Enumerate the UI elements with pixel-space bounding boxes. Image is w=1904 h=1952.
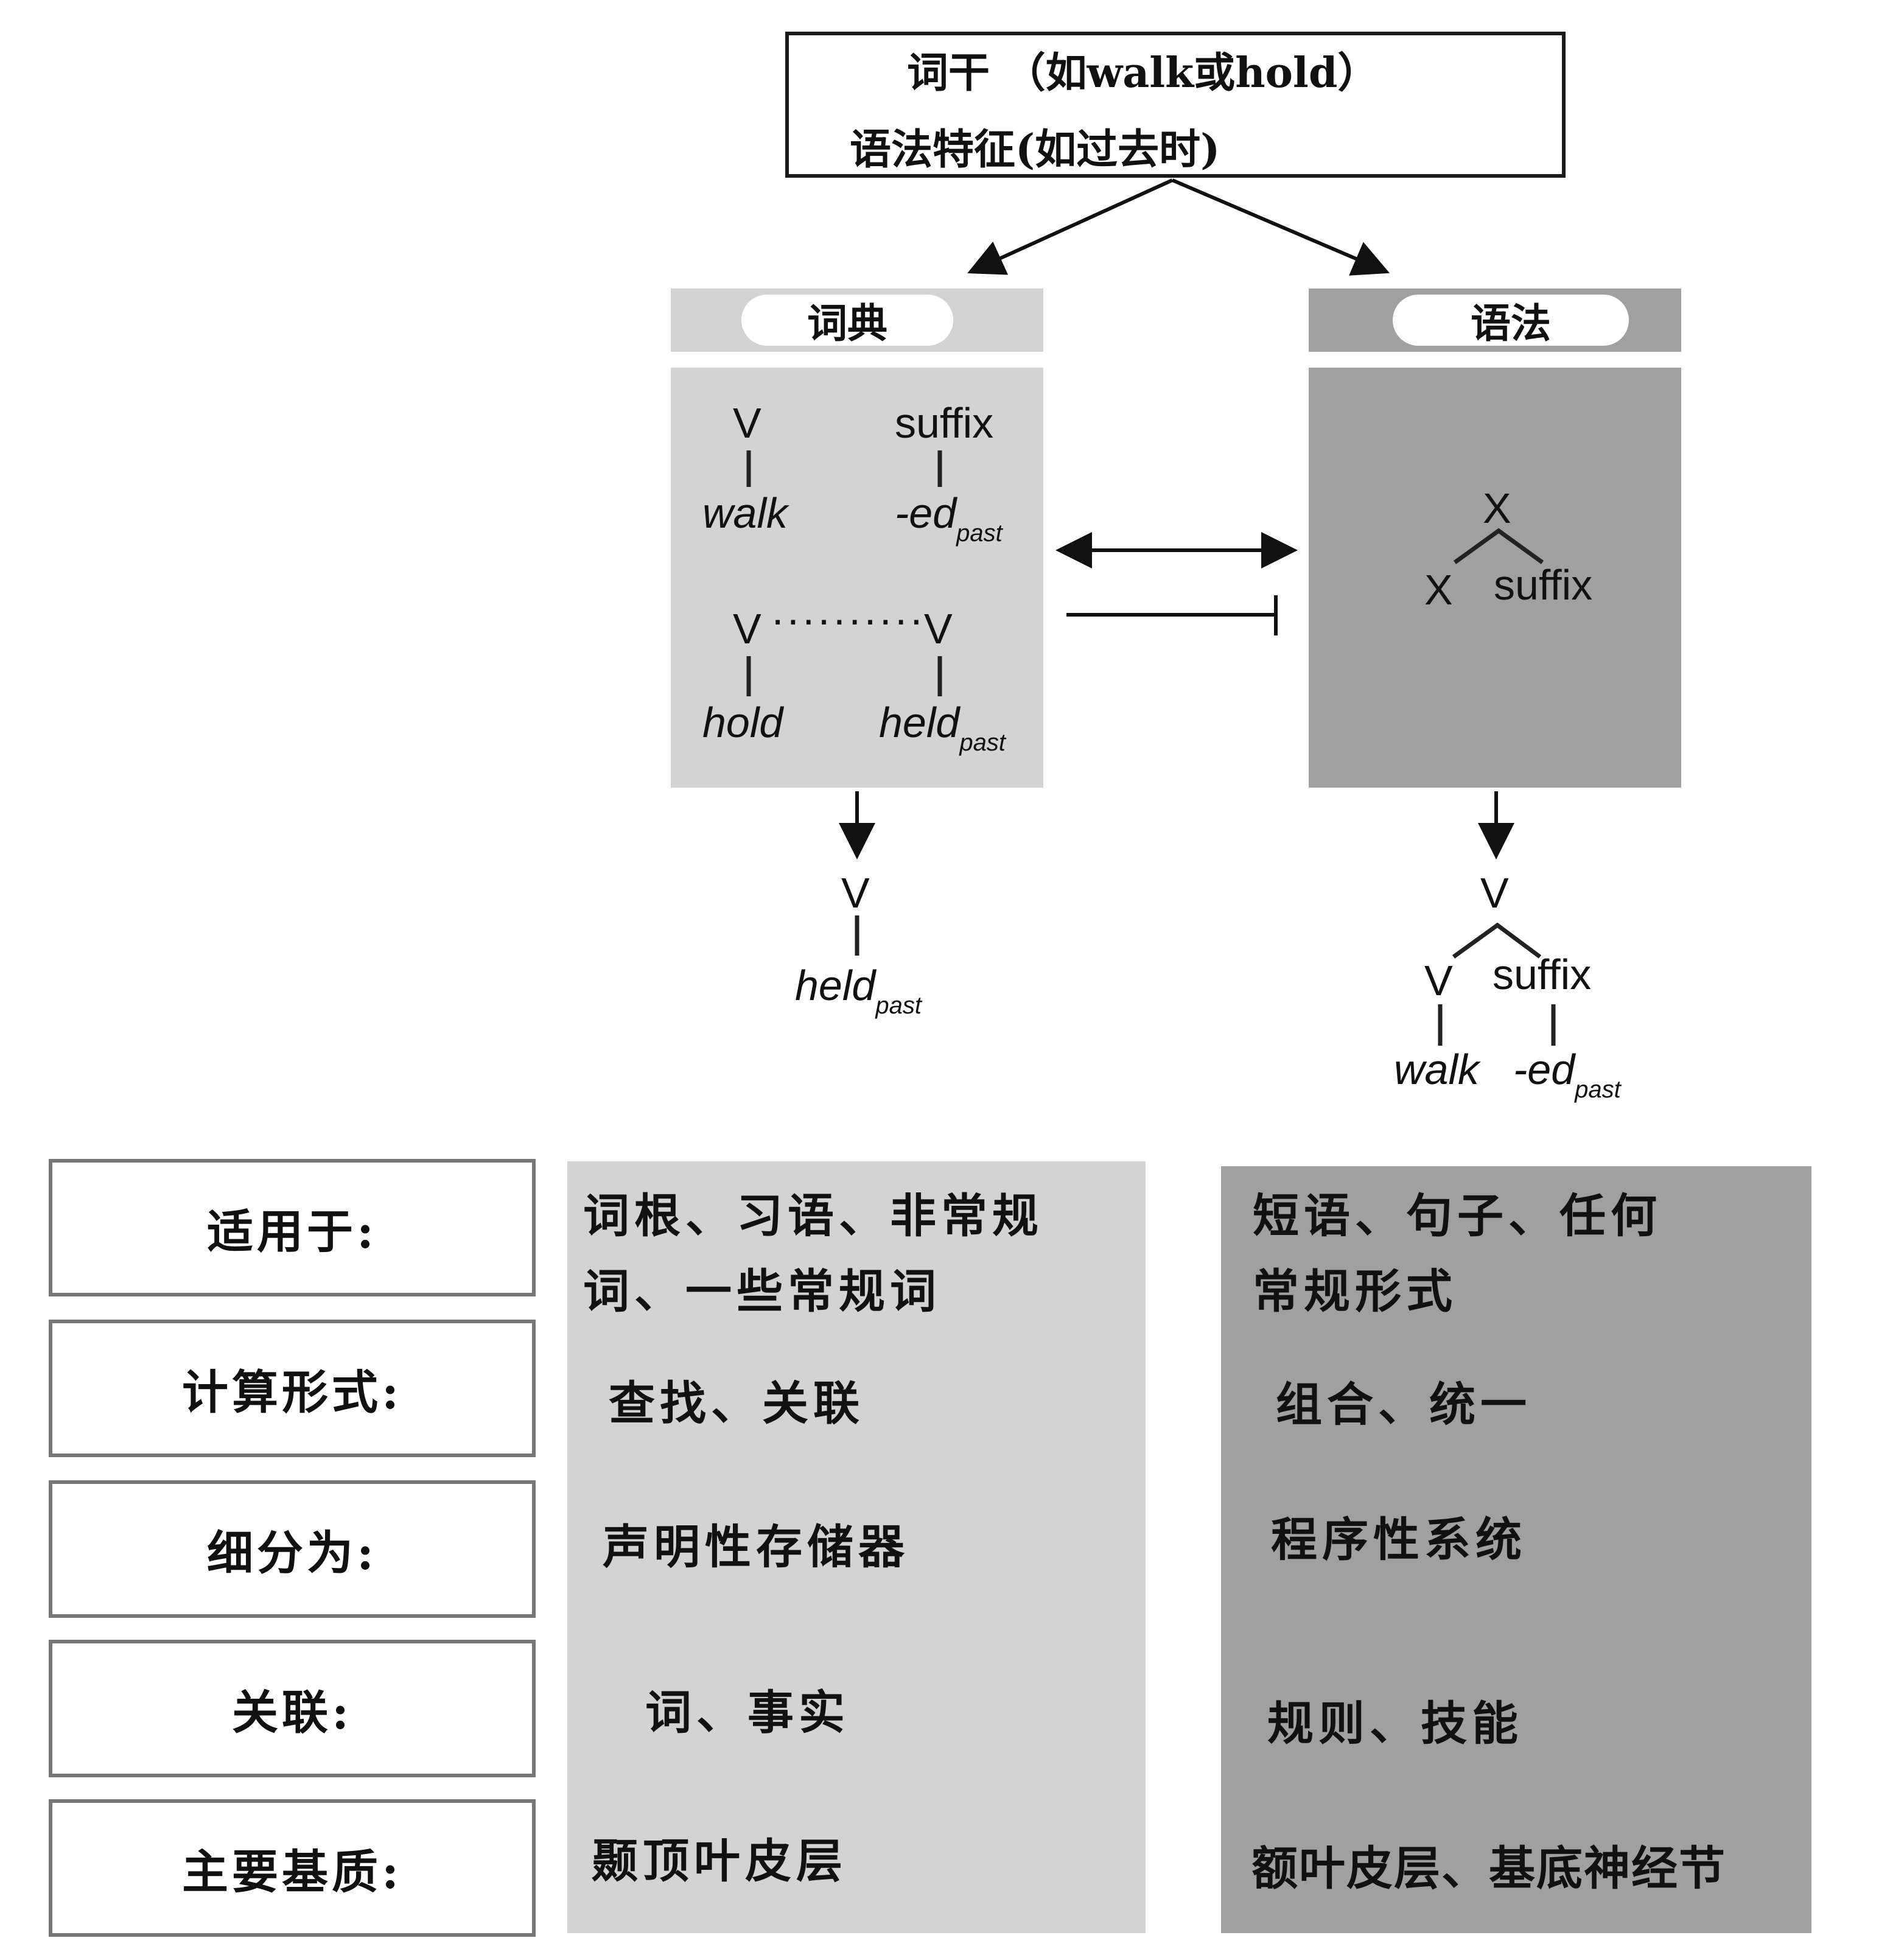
grammar-column <box>1221 1166 1811 1933</box>
past-subscript: past <box>1575 1076 1621 1103</box>
grammar-output-left: V <box>1424 957 1453 1004</box>
grammar-rule-right: suffix <box>1494 561 1593 609</box>
label-computation: 计算形式: <box>49 1320 536 1457</box>
lexicon-tree-lines <box>746 450 942 696</box>
lexicon-entry-b-word: -edpast <box>895 489 1003 547</box>
stem-box <box>785 32 1566 178</box>
lexicon-column <box>567 1161 1146 1933</box>
grammar-panel: X X suffix <box>1309 368 1681 788</box>
grammar-output-root: V <box>1480 869 1509 917</box>
grammar-output-word-right: -edpast <box>1513 1046 1621 1103</box>
label-association: 关联: <box>49 1640 536 1777</box>
grammar-subdivision: 程序性系统 <box>1271 1513 1527 1567</box>
grammar-association: 规则、技能 <box>1267 1696 1523 1751</box>
lexicon-entry-c-word-right: heldpast <box>879 699 1006 756</box>
stem-box-line2: 语法特征(如过去时) <box>850 125 1220 174</box>
lexicon-association: 词、事实 <box>645 1685 850 1740</box>
lexicon-substrate: 颞顶叶皮层 <box>592 1834 847 1888</box>
lexicon-entry-c-word-left: hold <box>702 699 783 746</box>
label-subdivision: 细分为: <box>49 1480 536 1618</box>
lexicon-title: 词典 <box>741 295 953 347</box>
grammar-output-right: suffix <box>1493 951 1592 998</box>
past-subscript: past <box>956 520 1003 547</box>
diagram-arrows <box>839 178 1514 859</box>
grammar-computation: 组合、统一 <box>1276 1377 1531 1432</box>
lexicon-output-category: V <box>841 869 870 917</box>
lexicon-entry-c-category-left: V <box>733 605 761 652</box>
lexicon-entry-c-category-right: V <box>924 605 953 652</box>
grammar-rule-root: X <box>1483 485 1511 532</box>
grammar-substrate: 额叶皮层、基底神经节 <box>1251 1841 1726 1895</box>
grammar-output-word-left: walk <box>1394 1046 1480 1093</box>
grammar-applies-to-line1: 短语、句子、任何 <box>1253 1189 1662 1243</box>
lexicon-applies-to-line1: 词根、习语、非常规 <box>583 1189 1043 1243</box>
split-arrow-left <box>967 178 1174 275</box>
grammar-tree-lines <box>1453 528 1544 564</box>
lexicon-panel: V walk suffix -edpast V ·········· V hol… <box>671 368 1043 788</box>
lexicon-entry-a-category: V <box>733 399 761 447</box>
lexicon-subdivision: 声明性存储器 <box>603 1520 909 1574</box>
stem-box-line1: 词干 （如walk或hold） <box>907 49 1379 97</box>
label-applies-to: 适用于: <box>49 1159 536 1296</box>
lexicon-entry-a-word: walk <box>702 489 788 537</box>
grammar-output-tree-lines <box>1438 922 1556 1046</box>
grammar-rule-left: X <box>1424 566 1453 614</box>
blocking-connector <box>1066 595 1278 635</box>
past-subscript: past <box>875 992 922 1019</box>
lexicon-computation: 查找、关联 <box>609 1376 864 1430</box>
lexicon-output-line <box>855 915 859 956</box>
past-subscript: past <box>959 729 1006 756</box>
lexicon-entry-b-category: suffix <box>895 399 994 447</box>
lexicon-output-word: heldpast <box>795 962 922 1019</box>
split-arrow-right <box>1171 178 1390 276</box>
label-substrate: 主要基质: <box>49 1799 536 1937</box>
lexicon-applies-to-line2: 词、一些常规词 <box>583 1264 941 1318</box>
grammar-applies-to-line2: 常规形式 <box>1253 1264 1457 1318</box>
grammar-title: 语法 <box>1393 295 1629 347</box>
lexicon-entry-c-dotted-link: ·········· <box>771 595 925 643</box>
